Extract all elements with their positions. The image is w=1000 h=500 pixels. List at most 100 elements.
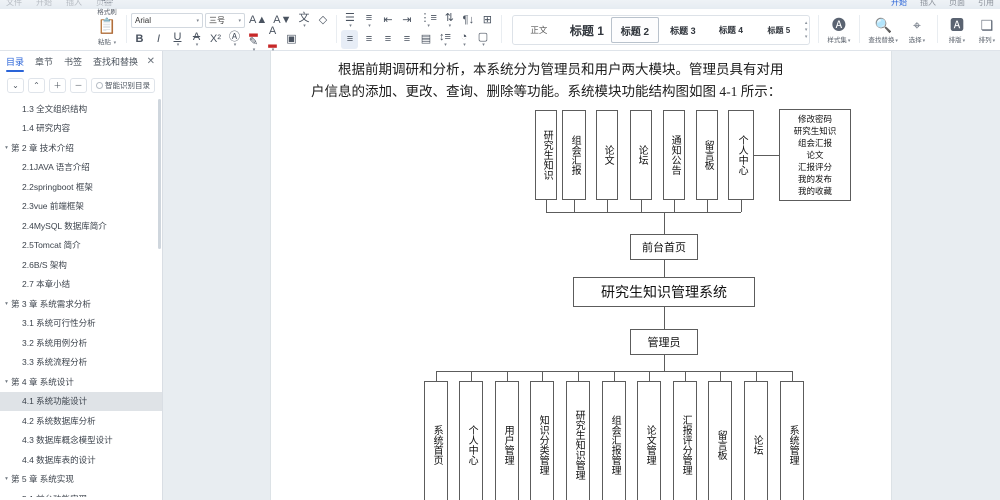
show-paragraph-marks-icon[interactable]: ¶↓ xyxy=(462,14,475,26)
menu-tab[interactable]: 文件 xyxy=(6,0,22,7)
paste-button[interactable]: 📋 粘贴 ▾ xyxy=(94,19,120,46)
ribbon-tab-home[interactable]: 开始 xyxy=(891,0,907,7)
toc-item[interactable]: 1.3 全文组织结构 xyxy=(0,99,162,119)
toc-item[interactable]: 2.3vue 前端框架 xyxy=(0,197,162,217)
style-set-button[interactable]: 🅐 样式集▾ xyxy=(827,16,851,44)
collapse-all-button[interactable]: ⌄ xyxy=(7,77,24,93)
bold-button[interactable]: B xyxy=(135,33,144,45)
numbered-list-icon[interactable]: ≡▾ xyxy=(365,11,373,29)
style-item-heading4[interactable]: 标题 4 xyxy=(718,25,743,35)
sort-icon[interactable]: ⇅▾ xyxy=(444,11,454,29)
smart-recognize-toc-button[interactable]: 智能识别目录 xyxy=(91,77,155,93)
font-family-input[interactable]: Arial ▾ xyxy=(131,13,203,28)
document-canvas[interactable]: 根据前期调研和分析，本系统分为管理员和用户两大模块。管理员具有对用 户信息的添加… xyxy=(163,51,1000,500)
toc-item[interactable]: ▾第 3 章 系统需求分析 xyxy=(0,294,162,314)
diagram-admin-module-box: 论文管理 xyxy=(637,381,661,500)
menu-tab[interactable]: 插入 xyxy=(66,0,82,7)
toc-item[interactable]: ▾第 5 章 系统实现 xyxy=(0,470,162,490)
ribbon-tab-row: 开始 插入 页面 引用 xyxy=(891,0,994,8)
toc-item[interactable]: 4.1 系统功能设计 xyxy=(0,391,162,411)
diagram-connector xyxy=(578,371,579,381)
chevron-up-icon[interactable]: ▴ xyxy=(804,20,808,26)
close-icon[interactable]: ✕ xyxy=(146,56,155,67)
multilevel-list-icon[interactable]: ⋮≡▾ xyxy=(419,11,437,29)
style-item-heading3[interactable]: 标题 3 xyxy=(670,25,696,36)
borders-icon[interactable]: ▢▾ xyxy=(477,30,489,48)
underline-button[interactable]: U▾ xyxy=(173,30,182,48)
pinyin-guide-icon[interactable]: 文▾ xyxy=(298,11,310,29)
menu-tab[interactable]: 页面 xyxy=(96,0,112,7)
format-painter-button[interactable]: ⎘ 格式刷 xyxy=(94,0,120,16)
toc-item[interactable]: 2.4MySQL 数据库简介 xyxy=(0,216,162,236)
ribbon-tab-insert[interactable]: 插入 xyxy=(920,0,936,7)
toc-item[interactable]: 1.4 研究内容 xyxy=(0,119,162,139)
ribbon-tab-reference[interactable]: 引用 xyxy=(978,0,994,7)
decrease-font-size-icon[interactable]: A▼ xyxy=(273,14,292,26)
toc-item[interactable]: 2.1JAVA 语言介绍 xyxy=(0,158,162,178)
chevron-down-icon[interactable]: ▾ xyxy=(5,378,8,385)
chevron-down-icon[interactable]: ▾ xyxy=(5,144,8,151)
strikethrough-button[interactable]: A▾ xyxy=(192,30,201,48)
sidebar-scrollbar-thumb[interactable] xyxy=(158,99,161,249)
pagination-icon[interactable]: ⊞ xyxy=(482,14,492,26)
sidebar-tab-chapter[interactable]: 章节 xyxy=(35,56,54,67)
chevron-down-icon[interactable]: ▾ xyxy=(13,496,22,497)
superscript-button[interactable]: X² xyxy=(210,33,221,45)
find-replace-button[interactable]: 🔍 查找替换▾ xyxy=(868,16,898,44)
align-right-icon[interactable]: ≡ xyxy=(384,33,392,45)
arrange-button[interactable]: ❏ 排列▾ xyxy=(978,16,996,44)
clear-formatting-icon[interactable]: ◇ xyxy=(318,14,328,26)
sidebar-tab-toc[interactable]: 目录 xyxy=(6,55,25,72)
toc-item[interactable]: 3.1 系统可行性分析 xyxy=(0,314,162,334)
select-button[interactable]: ⌖ 选择▾ xyxy=(908,16,926,44)
toc-item[interactable]: 4.3 数据库概念模型设计 xyxy=(0,431,162,451)
chevron-down-icon[interactable]: ▾ xyxy=(5,476,8,483)
menu-tab[interactable]: 开始 xyxy=(36,0,52,7)
ribbon-tab-page[interactable]: 页面 xyxy=(949,0,965,7)
bullet-list-icon[interactable]: ☰▾ xyxy=(345,11,355,29)
toc-item[interactable]: 2.7 本章小结 xyxy=(0,275,162,295)
font-size-input[interactable]: 三号 ▾ xyxy=(205,13,245,28)
toc-item[interactable]: ▾5.1 前台功能实现 xyxy=(0,489,162,497)
style-item-heading2[interactable]: 标题 2 xyxy=(610,17,659,43)
line-spacing-icon[interactable]: ↕≡▾ xyxy=(439,30,451,48)
decrease-level-button[interactable]: － xyxy=(70,77,87,93)
style-item-heading1[interactable]: 标题 1 xyxy=(569,23,604,38)
toc-item[interactable]: 3.3 系统流程分析 xyxy=(0,353,162,373)
distribute-icon[interactable]: ▤ xyxy=(420,33,432,45)
increase-font-size-icon[interactable]: A▲ xyxy=(249,14,268,26)
text-highlight-icon[interactable]: ▂✎▾ xyxy=(248,25,259,53)
sidebar-tab-find-replace[interactable]: 查找和替换 xyxy=(93,56,139,67)
align-left-icon[interactable]: ≡ xyxy=(341,30,359,49)
expand-all-button[interactable]: ⌃ xyxy=(28,77,45,93)
typesetting-button[interactable]: 🅰 排版▾ xyxy=(948,16,966,44)
style-item-body[interactable]: 正文 xyxy=(530,25,548,35)
align-center-icon[interactable]: ≡ xyxy=(365,33,373,45)
increase-indent-icon[interactable]: ⇥ xyxy=(402,14,412,26)
toc-item[interactable]: 4.4 数据库表的设计 xyxy=(0,450,162,470)
chevron-down-icon[interactable]: ▾ xyxy=(5,300,8,307)
diagram-box-label: 论坛 xyxy=(751,435,763,455)
paragraph-shading-icon[interactable]: ◔▾ xyxy=(460,30,468,48)
increase-level-button[interactable]: ＋ xyxy=(49,77,66,93)
character-border-icon[interactable]: Ⓐ▾ xyxy=(229,30,240,48)
toc-item[interactable]: 4.2 系统数据库分析 xyxy=(0,411,162,431)
character-shading-icon[interactable]: ▣ xyxy=(286,33,297,45)
toc-item[interactable]: ▾第 4 章 系统设计 xyxy=(0,372,162,392)
style-item-heading5[interactable]: 标题 5 xyxy=(767,25,791,35)
decrease-indent-icon[interactable]: ⇤ xyxy=(383,14,393,26)
toc-item[interactable]: 3.2 系统用例分析 xyxy=(0,333,162,353)
document-page: 根据前期调研和分析，本系统分为管理员和用户两大模块。管理员具有对用 户信息的添加… xyxy=(271,51,891,500)
toc-item[interactable]: 2.6B/S 架构 xyxy=(0,255,162,275)
justify-icon[interactable]: ≡ xyxy=(403,33,411,45)
toc-item[interactable]: ▾第 2 章 技术介绍 xyxy=(0,138,162,158)
italic-button[interactable]: I xyxy=(156,33,161,45)
toc-item[interactable]: 2.2springboot 框架 xyxy=(0,177,162,197)
toc-item[interactable]: 2.5Tomcat 简介 xyxy=(0,236,162,256)
expand-gallery-icon[interactable]: ▾ xyxy=(804,34,808,40)
font-color-icon[interactable]: A▂▾ xyxy=(268,25,277,53)
chevron-down-icon[interactable]: ▾ xyxy=(804,27,808,33)
sidebar-tab-bookmark[interactable]: 书签 xyxy=(64,56,83,67)
paragraph-line-2: 户信息的添加、更改、查询、删除等功能。系统模块功能结构图如图 4-1 所示： xyxy=(311,84,782,99)
